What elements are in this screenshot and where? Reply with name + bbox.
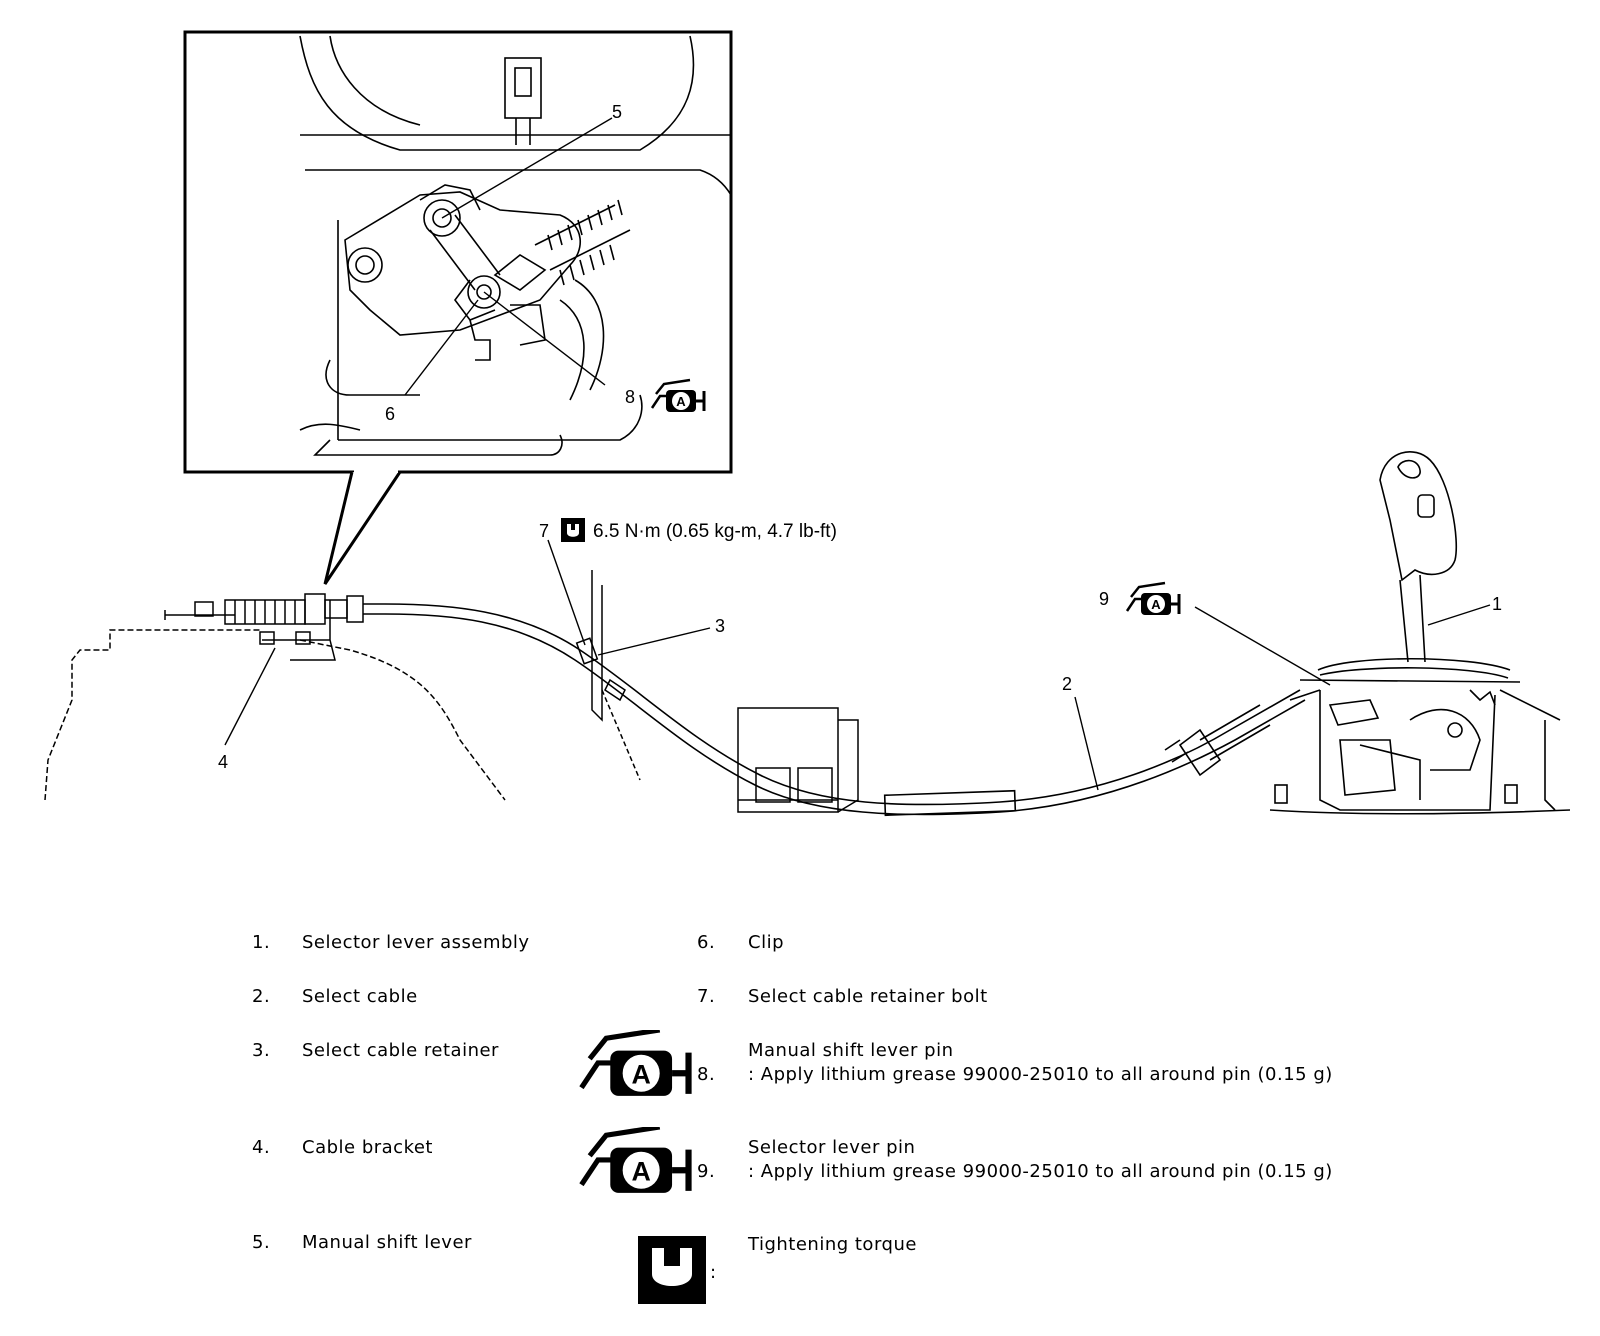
legend-note-9: : Apply lithium grease 99000-25010 to al… [748,1161,1333,1182]
leader-8 [483,291,606,386]
transmission-end [44,593,506,801]
callout-8: 8 [625,387,635,407]
callout-1: 1 [1492,594,1502,614]
callout-6: 6 [385,404,395,424]
legend-label-8: Manual shift lever pin [748,1040,954,1061]
legend-label-9: Selector lever pin [748,1137,916,1158]
select-cable [384,603,1306,817]
legend-torque-label: Tightening torque [748,1234,917,1255]
legend-num-3: 3. [252,1040,271,1061]
callout-5: 5 [612,102,622,122]
legend-num-1: 1. [252,932,271,953]
torque-spec: 6.5 N·m (0.65 kg-m, 4.7 lb-ft) [561,518,837,542]
legend-label-7: Select cable retainer bolt [748,986,988,1007]
torque-symbol-colon: : [710,1262,717,1283]
legend-label-4: Cable bracket [302,1137,433,1158]
detail-inset: 5 6 8 [183,30,733,585]
legend-num-2: 2. [252,986,271,1007]
center-box-component [737,707,859,813]
callout-9: 9 [1099,589,1109,609]
callout-3: 3 [715,616,725,636]
legend-num-9: 9. [697,1161,716,1182]
callout-2: 2 [1062,674,1072,694]
legend-num-7: 7. [697,986,716,1007]
legend-num-5: 5. [252,1232,271,1253]
selector-lever-assembly [1194,451,1571,815]
legend-num-6: 6. [697,932,716,953]
legend-note-8: : Apply lithium grease 99000-25010 to al… [748,1064,1333,1085]
callout-7: 7 [539,521,549,541]
cable-retainer [547,539,711,781]
callout-4: 4 [218,752,228,772]
torque-spec-text: 6.5 N·m (0.65 kg-m, 4.7 lb-ft) [593,521,837,542]
leader-5 [441,117,613,219]
legend-label-1: Selector lever assembly [302,932,530,953]
legend-label-2: Select cable [302,986,418,1007]
grease-A-icon [570,1127,700,1197]
legend-num-8: 8. [697,1064,716,1085]
legend-num-4: 4. [252,1137,271,1158]
wrench-torque-icon [638,1236,706,1304]
grease-A-icon [570,1030,700,1100]
selector-cable-diagram: A [44,30,1571,817]
grease-icon-9 [1125,581,1181,617]
legend-label-3: Select cable retainer [302,1040,499,1061]
legend-label-6: Clip [748,932,784,953]
leader-6 [404,299,479,396]
legend-label-5: Manual shift lever [302,1232,472,1253]
